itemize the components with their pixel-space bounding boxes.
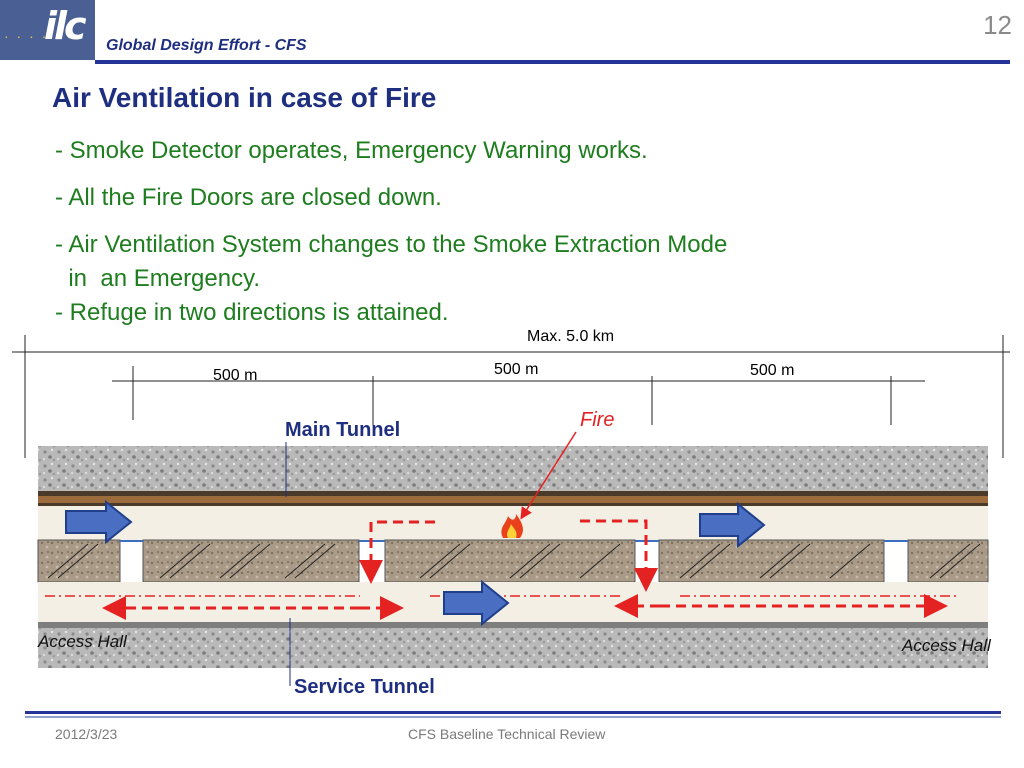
dimension-lines [12, 335, 1010, 458]
logo-text: ilc [44, 4, 87, 48]
rock-bottom [38, 628, 988, 668]
service-tunnel [38, 582, 988, 622]
footer-divider [25, 711, 1001, 714]
slide-title: Air Ventilation in case of Fire [52, 82, 437, 113]
header-subtitle: Global Design Effort - CFS [106, 37, 307, 54]
bullet-ventilation-cont: in an Emergency. [55, 265, 260, 292]
separation-walls [37, 539, 989, 583]
main-tunnel-label: Main Tunnel [285, 419, 400, 441]
rail-band [38, 491, 988, 506]
bullet-refuge: - Refuge in two directions is attained. [55, 299, 449, 326]
footer-date: 2012/3/23 [55, 726, 118, 742]
segment-label-3: 500 m [750, 362, 794, 379]
rock-top [38, 446, 988, 492]
fire-pointer [520, 431, 577, 520]
airflow-arrow-1 [65, 499, 133, 545]
access-hall-right: Access Hall [901, 636, 992, 655]
fire-label: Fire [580, 409, 614, 431]
bullet-fire-doors: - All the Fire Doors are closed down. [55, 184, 442, 211]
logo: · · · · · · ilc [0, 0, 95, 60]
page-number: 12 [983, 10, 1012, 40]
airflow-arrow-3 [443, 579, 510, 627]
bullet-smoke-detector: - Smoke Detector operates, Emergency War… [55, 137, 648, 164]
fire-icon [501, 514, 523, 538]
footer-divider-light [25, 716, 1001, 718]
header-divider [95, 60, 1010, 64]
service-tunnel-floor [38, 622, 988, 628]
segment-label-2: 500 m [494, 361, 538, 378]
logo-dots: · · · · · · [4, 28, 74, 44]
access-hall-left: Access Hall [37, 632, 128, 651]
airflow-arrow-2 [699, 501, 766, 549]
segment-label-1: 500 m [213, 367, 257, 384]
bullet-ventilation: - Air Ventilation System changes to the … [55, 231, 728, 258]
max-length-label: Max. 5.0 km [527, 328, 614, 345]
footer-title: CFS Baseline Technical Review [408, 726, 606, 742]
service-tunnel-label: Service Tunnel [294, 676, 435, 698]
evacuation-routes [102, 519, 948, 620]
